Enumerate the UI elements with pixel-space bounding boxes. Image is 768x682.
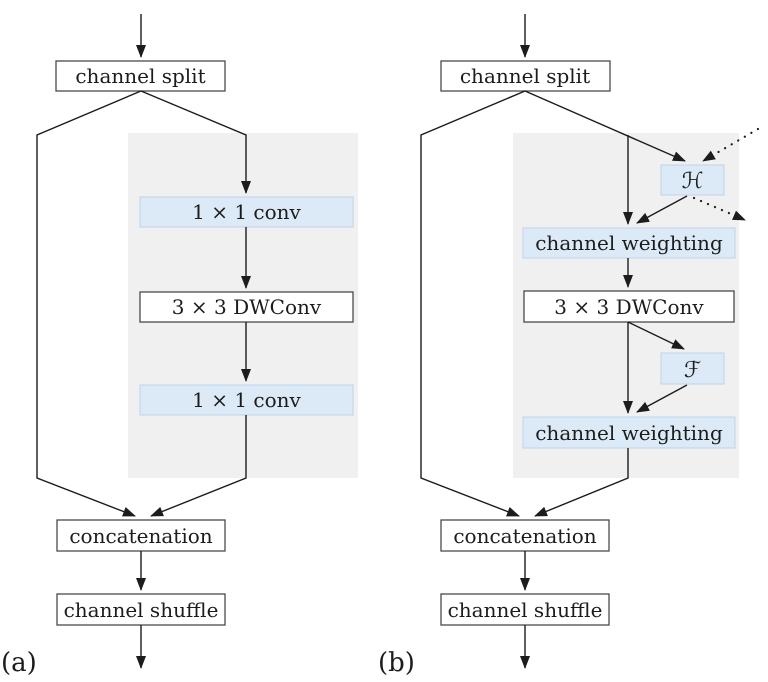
shortcut-branch-b (420, 90, 526, 517)
dwconv-label-a: 3 × 3 DWConv (172, 295, 322, 319)
main-branch-exit-b (534, 448, 629, 517)
dotted-output-from-h-arrow (692, 196, 747, 222)
main-branch-exit-a (150, 415, 247, 517)
caption-a: (a) (1, 648, 37, 678)
channel-weighting2-label: channel weighting (535, 421, 723, 445)
conv2-box-a (139, 384, 354, 416)
channel-shuffle-label-b: channel shuffle (448, 598, 603, 622)
f-to-weighting2-arrow (636, 384, 688, 413)
concatenation-box-b (440, 519, 610, 552)
dotted-input-to-h-arrow (701, 127, 760, 163)
caption-b: (b) (378, 648, 415, 678)
channel-split-label-b: channel split (460, 64, 590, 88)
shortcut-branch-a (36, 90, 142, 517)
dwconv-to-f-arrow (627, 321, 685, 350)
diagram-a: channel split 1 × 1 conv 3 × 3 DWConv 1 … (1, 14, 358, 678)
h-function-label: ℋ (682, 169, 704, 194)
dwconv-box-b (523, 290, 735, 323)
f-function-label: ℱ (684, 358, 701, 383)
channel-weighting2-box (522, 416, 736, 449)
diagram-b: channel split ℋ channel weighting 3 × 3 … (378, 14, 760, 678)
concatenation-label-a: concatenation (69, 524, 212, 548)
dwconv-box-a (139, 291, 354, 323)
h-function-box (660, 164, 725, 196)
h-to-weighting1-arrow (636, 195, 688, 224)
concatenation-label-b: concatenation (453, 524, 596, 548)
channel-split-box-a (55, 60, 226, 92)
channel-shuffle-label-a: channel shuffle (64, 598, 219, 622)
concatenation-box-a (56, 519, 226, 552)
channel-split-label-a: channel split (75, 64, 205, 88)
split-to-h-arrow-b (524, 90, 686, 162)
channel-weighting1-label: channel weighting (535, 231, 723, 255)
channel-weighting1-box (522, 227, 736, 259)
channel-split-box-b (440, 60, 611, 92)
conv2-label-a: 1 × 1 conv (192, 388, 301, 412)
main-branch-entry-a (140, 90, 251, 194)
dwconv-label-b: 3 × 3 DWConv (554, 295, 704, 319)
conv1-label-a: 1 × 1 conv (192, 200, 301, 224)
f-function-box (660, 352, 725, 385)
